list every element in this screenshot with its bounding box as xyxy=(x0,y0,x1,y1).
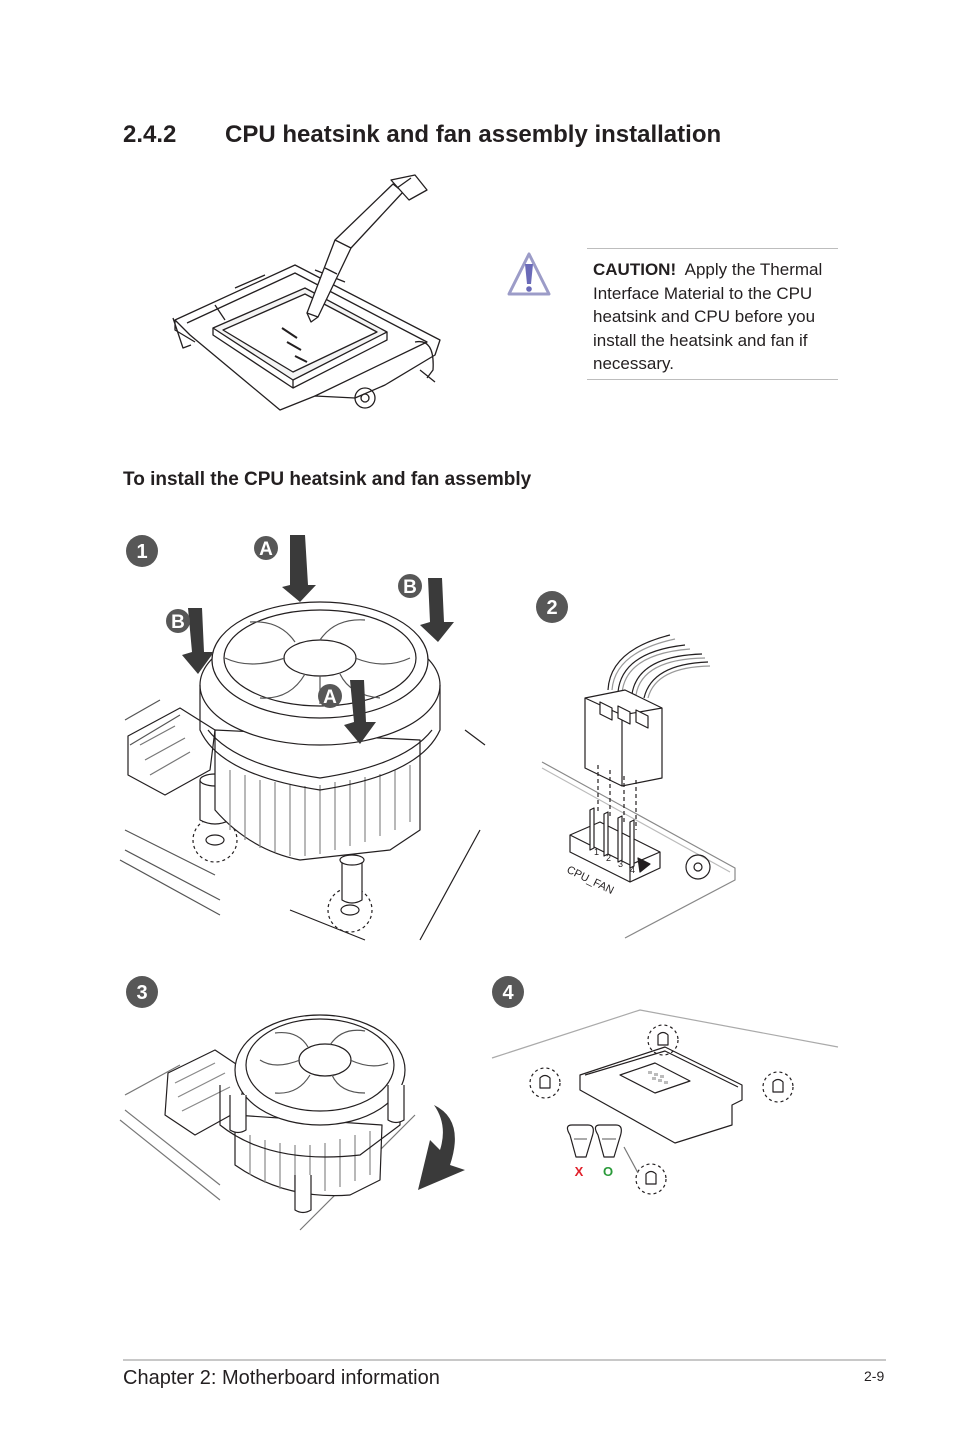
page-number: 2-9 xyxy=(864,1368,885,1384)
caution-label: CAUTION! xyxy=(593,260,677,279)
step-4-number: 4 xyxy=(502,982,514,1004)
section-number: 2.4.2 xyxy=(123,121,177,148)
step-1-number: 1 xyxy=(136,541,147,563)
label-a-top: A xyxy=(259,539,273,560)
caution-note: CAUTION! Apply the Thermal Interface Mat… xyxy=(587,248,838,380)
caution-text: Apply the Thermal Interface Material to … xyxy=(593,260,823,373)
pin-2-label: 2 xyxy=(606,853,611,863)
step-1-badge xyxy=(126,535,158,567)
section-heading: 2.4.2 CPU heatsink and fan assembly inst… xyxy=(123,118,843,152)
procedure-subheading: To install the CPU heatsink and fan asse… xyxy=(123,469,532,490)
correct-mark: O xyxy=(603,1164,613,1179)
warning-triangle-icon xyxy=(507,252,551,296)
step-4-badge xyxy=(492,976,524,1008)
step-1-illustration: 1 A B B A xyxy=(119,535,486,941)
pin-4-label: 4 xyxy=(630,865,635,875)
label-b-right: B xyxy=(403,577,417,598)
label-a-center: A xyxy=(323,687,337,708)
pin-3-label: 3 xyxy=(618,859,623,869)
step-2-badge xyxy=(536,591,568,623)
wrong-mark: X xyxy=(575,1164,584,1179)
step-2-number: 2 xyxy=(546,597,557,619)
pin-1-label: 1 xyxy=(594,847,599,857)
footer-rule xyxy=(123,1359,886,1361)
section-title: CPU heatsink and fan assembly installati… xyxy=(225,121,722,148)
step-3-badge xyxy=(126,976,158,1008)
step-3-number: 3 xyxy=(136,982,147,1004)
step-3-illustration: 3 xyxy=(119,976,465,1231)
label-b-left: B xyxy=(171,612,185,633)
step-2-illustration: 2 1 2 3 4 CPU_FAN xyxy=(536,591,736,939)
step-4-illustration: 4 X O xyxy=(491,976,839,1195)
footer-chapter: Chapter 2: Motherboard information xyxy=(123,1367,440,1389)
thermal-paste-illustration xyxy=(172,174,441,411)
